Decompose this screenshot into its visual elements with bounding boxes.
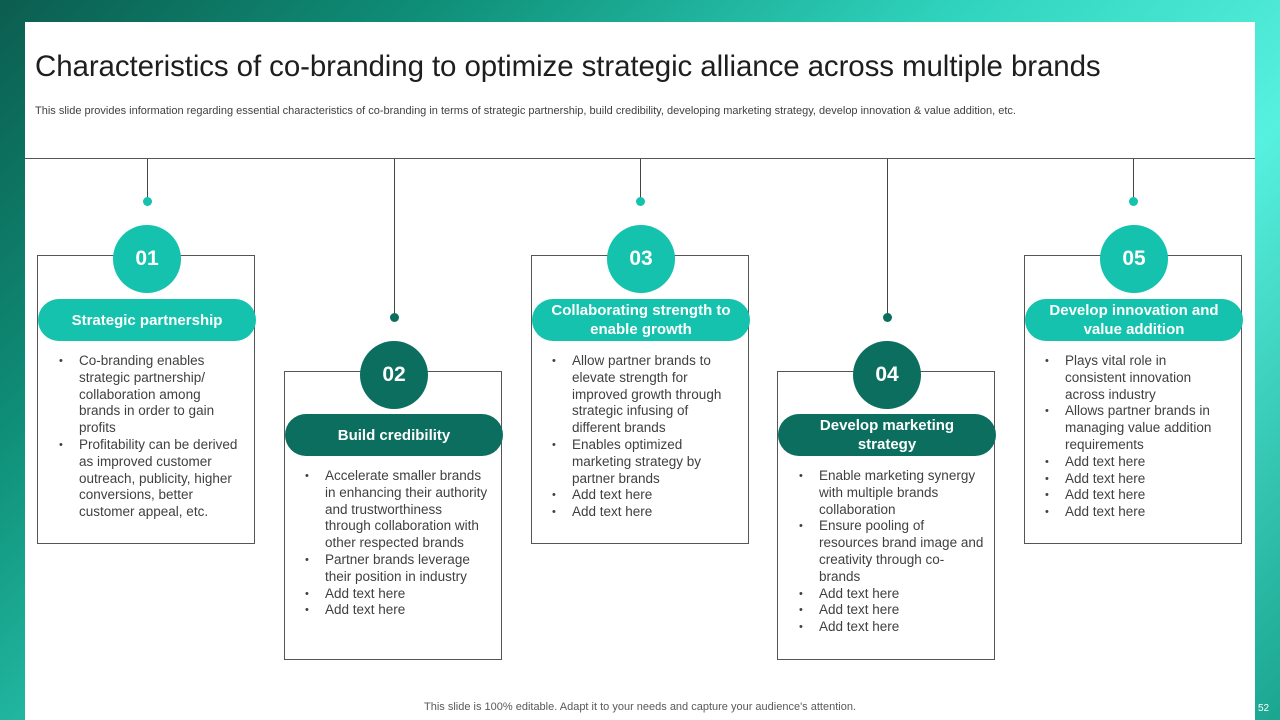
step-heading-5: Develop innovation and value addition xyxy=(1025,299,1243,341)
bullet-item: Allows partner brands in managing value … xyxy=(1045,403,1230,453)
step-heading-3: Collaborating strength to enable growth xyxy=(532,299,750,341)
bullet-item: Accelerate smaller brands in enhancing t… xyxy=(305,468,490,552)
step-number-2: 02 xyxy=(360,341,428,409)
connector-dot-2 xyxy=(390,313,399,322)
bullet-item: Co-branding enables strategic partnershi… xyxy=(59,353,239,437)
slide-subtitle: This slide provides information regardin… xyxy=(35,105,1016,117)
step-bullets-2: Accelerate smaller brands in enhancing t… xyxy=(305,468,490,619)
connector-dot-3 xyxy=(636,197,645,206)
step-bullets-4: Enable marketing synergy with multiple b… xyxy=(799,468,984,636)
bullet-item: Add text here xyxy=(305,602,490,619)
bullet-item: Add text here xyxy=(799,619,984,636)
step-number-4: 04 xyxy=(853,341,921,409)
slide-canvas: Characteristics of co-branding to optimi… xyxy=(25,22,1255,720)
bullet-item: Add text here xyxy=(1045,471,1230,488)
page-number: 52 xyxy=(1258,703,1270,714)
step-heading-2: Build credibility xyxy=(285,414,503,456)
footer-note: This slide is 100% editable. Adapt it to… xyxy=(424,701,856,713)
step-heading-4: Develop marketing strategy xyxy=(778,414,996,456)
bullet-item: Add text here xyxy=(1045,454,1230,471)
bullet-item: Partner brands leverage their position i… xyxy=(305,552,490,586)
connector-line-3 xyxy=(640,159,641,200)
step-number-3: 03 xyxy=(607,225,675,293)
step-bullets-1: Co-branding enables strategic partnershi… xyxy=(59,353,239,521)
bullet-item: Add text here xyxy=(1045,487,1230,504)
connector-dot-5 xyxy=(1129,197,1138,206)
bullet-item: Add text here xyxy=(552,487,737,504)
step-heading-1: Strategic partnership xyxy=(38,299,256,341)
slide-title: Characteristics of co-branding to optimi… xyxy=(35,50,1101,83)
bullet-item: Profitability can be derived as improved… xyxy=(59,437,239,521)
bullet-item: Add text here xyxy=(552,504,737,521)
timeline-divider xyxy=(25,158,1255,159)
bullet-item: Ensure pooling of resources brand image … xyxy=(799,518,984,585)
connector-line-1 xyxy=(147,159,148,200)
bullet-item: Add text here xyxy=(799,586,984,603)
bullet-item: Plays vital role in consistent innovatio… xyxy=(1045,353,1230,403)
connector-line-4 xyxy=(887,159,888,316)
step-bullets-3: Allow partner brands to elevate strength… xyxy=(552,353,737,521)
connector-line-5 xyxy=(1133,159,1134,200)
bullet-item: Enables optimized marketing strategy by … xyxy=(552,437,737,487)
step-bullets-5: Plays vital role in consistent innovatio… xyxy=(1045,353,1230,521)
bullet-item: Add text here xyxy=(799,602,984,619)
bullet-item: Add text here xyxy=(1045,504,1230,521)
step-number-5: 05 xyxy=(1100,225,1168,293)
connector-dot-4 xyxy=(883,313,892,322)
connector-line-2 xyxy=(394,159,395,316)
step-number-1: 01 xyxy=(113,225,181,293)
bullet-item: Add text here xyxy=(305,586,490,603)
bullet-item: Allow partner brands to elevate strength… xyxy=(552,353,737,437)
bullet-item: Enable marketing synergy with multiple b… xyxy=(799,468,984,518)
connector-dot-1 xyxy=(143,197,152,206)
